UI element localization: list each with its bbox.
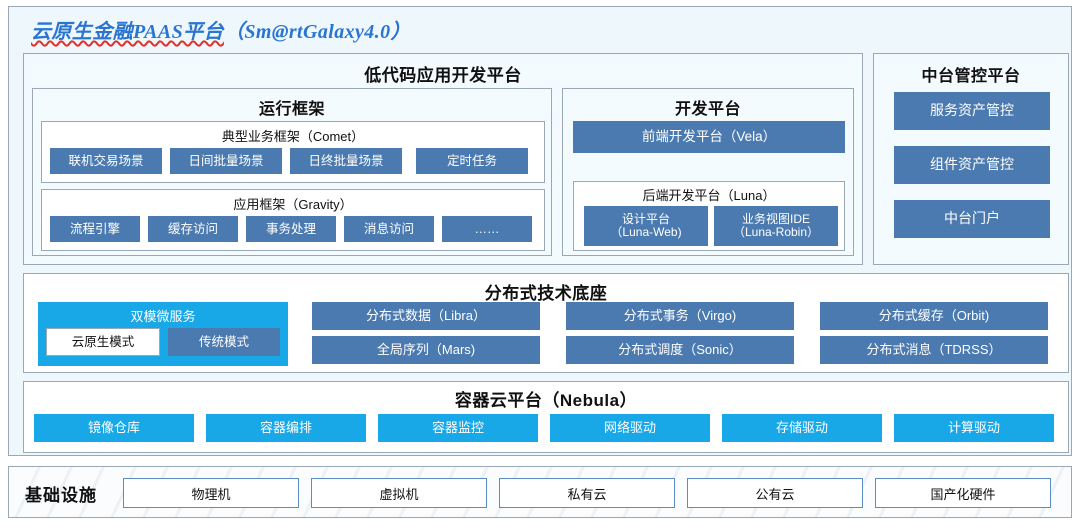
infrastructure-label: 基础设施: [25, 486, 97, 505]
chip-virtual-machine[interactable]: 虚拟机: [311, 478, 487, 508]
chip-distributed-message-tdrss[interactable]: 分布式消息（TDRSS）: [820, 336, 1048, 364]
chip-service-asset-control[interactable]: 服务资产管控: [894, 92, 1050, 130]
runtime-framework-header: 运行框架: [258, 101, 325, 118]
chip-compute-driver[interactable]: 计算驱动: [894, 414, 1054, 442]
infrastructure-section: 基础设施 物理机 虚拟机 私有云 公有云 国产化硬件: [8, 466, 1072, 518]
chip-online-transaction[interactable]: 联机交易场景: [50, 148, 162, 174]
chip-cloud-native-mode[interactable]: 云原生模式: [46, 328, 160, 356]
lowcode-platform-header: 低代码应用开发平台: [364, 66, 522, 85]
chip-eod-batch[interactable]: 日终批量场景: [290, 148, 402, 174]
chip-container-orchestration[interactable]: 容器编排: [206, 414, 366, 442]
chip-traditional-mode[interactable]: 传统模式: [168, 328, 280, 356]
development-platform-header: 开发平台: [674, 101, 741, 118]
chip-network-driver[interactable]: 网络驱动: [550, 414, 710, 442]
container-cloud-platform-header: 容器云平台（Nebula）: [454, 391, 638, 410]
lowcode-platform-section: 低代码应用开发平台 运行框架 典型业务框架（Comet） 联机交易场景 日间批量…: [23, 53, 863, 265]
chip-private-cloud[interactable]: 私有云: [499, 478, 675, 508]
luna-backend-header: 后端开发平台（Luna）: [642, 188, 776, 203]
chip-process-engine[interactable]: 流程引擎: [50, 216, 140, 242]
chip-global-sequence-mars[interactable]: 全局序列（Mars): [312, 336, 540, 364]
chip-distributed-cache-orbit[interactable]: 分布式缓存（Orbit): [820, 302, 1048, 330]
chip-distributed-data-libra[interactable]: 分布式数据（Libra）: [312, 302, 540, 330]
page-title-underlined: 云原生金融PAAS平台: [31, 21, 224, 43]
container-cloud-platform-section: 容器云平台（Nebula） 镜像仓库 容器编排 容器监控 网络驱动 存储驱动 计…: [23, 381, 1069, 453]
chip-distributed-scheduling-sonic[interactable]: 分布式调度（Sonic）: [566, 336, 794, 364]
chip-physical-machine[interactable]: 物理机: [123, 478, 299, 508]
dual-mode-microservice-title: 双模微服务: [130, 309, 196, 324]
comet-framework-box: 典型业务框架（Comet） 联机交易场景 日间批量场景 日终批量场景 定时任务: [41, 121, 545, 183]
chip-transaction-processing[interactable]: 事务处理: [246, 216, 336, 242]
luna-backend-box: 后端开发平台（Luna） 设计平台（Luna-Web) 业务视图IDE（Luna…: [573, 181, 845, 251]
page-title-rest: （Sm@rtGalaxy4.0）: [223, 21, 411, 43]
chip-public-cloud[interactable]: 公有云: [687, 478, 863, 508]
chip-scheduled-task[interactable]: 定时任务: [416, 148, 528, 174]
chip-frontend-dev-platform[interactable]: 前端开发平台（Vela）: [573, 121, 845, 153]
distributed-tech-base-header: 分布式技术底座: [484, 284, 608, 303]
gravity-framework-box: 应用框架（Gravity） 流程引擎 缓存访问 事务处理 消息访问 ……: [41, 189, 545, 251]
chip-domestic-hardware[interactable]: 国产化硬件: [875, 478, 1051, 508]
middle-platform-control-header: 中台管控平台: [921, 68, 1021, 85]
chip-middle-platform-portal[interactable]: 中台门户: [894, 200, 1050, 238]
chip-design-platform-luna-web[interactable]: 设计平台（Luna-Web): [584, 206, 708, 246]
comet-framework-header: 典型业务框架（Comet）: [221, 129, 365, 144]
chip-business-view-ide-luna-robin[interactable]: 业务视图IDE（Luna-Robin）: [714, 206, 838, 246]
dual-mode-microservice-box: 双模微服务 云原生模式 传统模式: [38, 302, 288, 366]
chip-container-monitoring[interactable]: 容器监控: [378, 414, 538, 442]
chip-component-asset-control[interactable]: 组件资产管控: [894, 146, 1050, 184]
chip-distributed-transaction-virgo[interactable]: 分布式事务（Virgo): [566, 302, 794, 330]
runtime-framework-section: 运行框架 典型业务框架（Comet） 联机交易场景 日间批量场景 日终批量场景 …: [32, 88, 552, 256]
chip-cache-access[interactable]: 缓存访问: [148, 216, 238, 242]
chip-intraday-batch[interactable]: 日间批量场景: [170, 148, 282, 174]
middle-platform-control-section: 中台管控平台 服务资产管控 组件资产管控 中台门户: [873, 53, 1069, 265]
platform-frame: 云原生金融PAAS平台（Sm@rtGalaxy4.0） 低代码应用开发平台 运行…: [8, 6, 1072, 456]
chip-storage-driver[interactable]: 存储驱动: [722, 414, 882, 442]
development-platform-section: 开发平台 前端开发平台（Vela） 后端开发平台（Luna） 设计平台（Luna…: [562, 88, 854, 256]
distributed-tech-base-section: 分布式技术底座 双模微服务 云原生模式 传统模式 分布式数据（Libra） 分布…: [23, 273, 1069, 373]
gravity-framework-header: 应用框架（Gravity）: [233, 197, 353, 212]
chip-more[interactable]: ……: [442, 216, 532, 242]
chip-image-repository[interactable]: 镜像仓库: [34, 414, 194, 442]
page-title: 云原生金融PAAS平台（Sm@rtGalaxy4.0）: [31, 15, 411, 44]
chip-message-access[interactable]: 消息访问: [344, 216, 434, 242]
